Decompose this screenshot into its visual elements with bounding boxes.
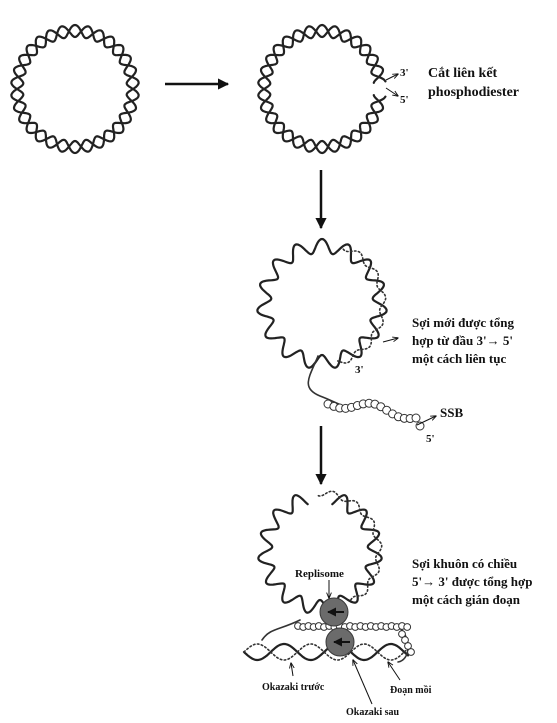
strand-connector xyxy=(261,619,301,641)
ssb-protein xyxy=(404,642,412,650)
label-new-strand-line2: hợp từ đầu 3'→ 5' xyxy=(412,333,513,348)
lagging-strand-okazaki xyxy=(243,643,409,661)
ssb-protein xyxy=(398,630,406,638)
pointer-primer xyxy=(388,662,401,681)
label-new-strand-line1: Sợi mới được tổng xyxy=(412,315,514,330)
ssb-protein xyxy=(411,413,421,423)
ssb-protein xyxy=(403,623,412,631)
dna-strand-inner xyxy=(10,25,140,155)
label-cut-bond-line1: Cắt liên kết xyxy=(428,66,498,81)
label-primer: Đoạn mồi xyxy=(390,685,432,696)
dna-strand-inner xyxy=(257,25,387,155)
label-template-line2: 5'→ 3' được tổng hợp xyxy=(412,574,532,589)
ssb-protein xyxy=(401,636,409,644)
label-5prime-step2: 5' xyxy=(400,94,409,106)
label-3prime-step2: 3' xyxy=(400,67,409,79)
dna-strand-template xyxy=(257,494,383,614)
circular-dna-4 xyxy=(257,490,383,614)
dna-strand-new xyxy=(337,248,387,364)
label-okazaki-after: Okazaki sau xyxy=(346,707,400,718)
pointer-okazaki-before xyxy=(291,663,293,677)
pointer-new-strand xyxy=(382,338,398,343)
label-cut-bond-line2: phosphodiester xyxy=(428,85,519,100)
replisome-complex xyxy=(319,597,355,657)
dna-strand-new xyxy=(317,490,383,601)
label-3prime-step3: 3' xyxy=(355,364,364,376)
label-5prime-step3: 5' xyxy=(426,433,435,445)
pointer-5prime xyxy=(385,87,398,96)
ssb-proteins-step3 xyxy=(323,398,425,431)
label-ssb: SSB xyxy=(440,405,463,420)
label-template-line1: Sợi khuôn có chiều xyxy=(412,556,517,571)
dna-strand-template xyxy=(256,237,388,369)
lagging-strand-duplex xyxy=(242,642,410,662)
circular-dna-1 xyxy=(10,23,140,155)
ssb-proteins-step4 xyxy=(294,622,415,656)
label-template-line3: một cách gián đoạn xyxy=(412,592,521,607)
label-new-strand-line3: một cách liên tục xyxy=(412,351,506,366)
circular-dna-3 xyxy=(256,237,388,369)
label-okazaki-before: Okazaki trước xyxy=(262,682,325,693)
pointer-3prime xyxy=(385,74,398,81)
pointer-ssb xyxy=(416,416,436,426)
pointer-okazaki-after xyxy=(353,660,373,705)
ssb-protein xyxy=(407,648,415,656)
circular-dna-2 xyxy=(257,23,387,155)
label-replisome: Replisome xyxy=(295,568,344,580)
